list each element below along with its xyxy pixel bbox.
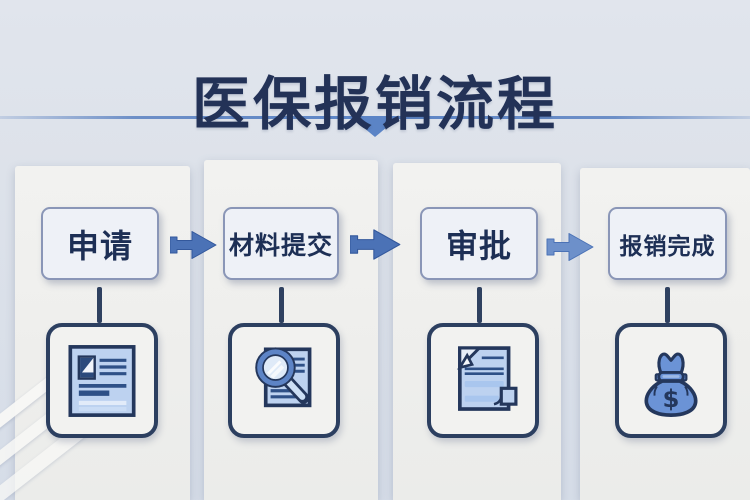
- document-magnifier-icon: [255, 346, 312, 407]
- bag-top-cloth: [657, 352, 685, 375]
- step-label-text: 审批: [445, 227, 512, 264]
- page-curl-tab: [499, 386, 518, 406]
- step-icon-tile-apply: [46, 323, 158, 438]
- connector-line: [97, 287, 102, 323]
- step-label-apply: 申请: [41, 207, 159, 280]
- connector-line: [279, 287, 284, 323]
- arrow-right-icon: [350, 229, 401, 260]
- money-bag-icon: $: [644, 352, 698, 417]
- page-title: 医保报销流程: [191, 71, 558, 137]
- step-icon-tile-reimbursement: $: [615, 323, 727, 438]
- step-label-text: 报销完成: [619, 232, 716, 259]
- step-label-text: 申请: [66, 227, 133, 264]
- arrow-right-icon: [546, 233, 594, 261]
- step-label-approval: 审批: [420, 207, 538, 280]
- chevron-down-icon: [352, 118, 398, 137]
- step-label-text: 材料提交: [228, 231, 333, 260]
- approved-document-icon: [457, 345, 518, 411]
- title-divider-line: [0, 116, 750, 119]
- step-label-reimbursement-complete: 报销完成: [608, 207, 727, 280]
- connector-line: [665, 287, 670, 323]
- step-icon-tile-submit-materials: [228, 323, 340, 438]
- step-label-submit-materials: 材料提交: [223, 207, 339, 280]
- dollar-sign: $: [663, 384, 680, 413]
- arrow-right-icon: [170, 231, 217, 259]
- bag-body: [644, 378, 698, 417]
- application-form-document-icon: [68, 344, 136, 417]
- step-icon-tile-approval: [427, 323, 539, 438]
- connector-line: [477, 287, 482, 323]
